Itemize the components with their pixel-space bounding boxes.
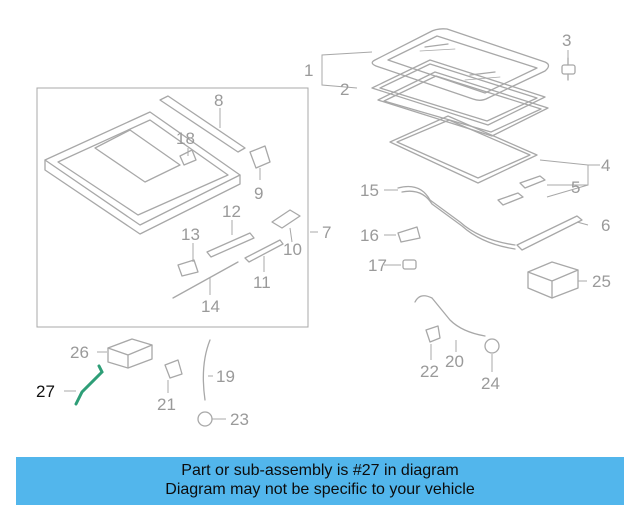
clip-part-17 (402, 259, 417, 270)
grommet-part-23 (197, 411, 213, 427)
linkage-part-10 (271, 209, 301, 229)
label-17: 17 (368, 256, 387, 275)
bolt-part-3 (561, 57, 576, 81)
rail-part-12 (206, 232, 255, 258)
slider-part-13 (177, 259, 199, 277)
sub-assembly-box (36, 87, 309, 328)
grommet-part-24 (484, 338, 500, 354)
deflector-frame (377, 71, 549, 137)
label-1: 1 (304, 61, 313, 80)
banner-line-1: Part or sub-assembly is #27 in diagram (181, 462, 459, 479)
hose-part-20 (414, 295, 486, 337)
label-18: 18 (176, 129, 195, 148)
control-module-part-25 (527, 261, 579, 299)
label-13: 13 (181, 225, 200, 244)
label-27: 27 (36, 382, 55, 401)
label-26: 26 (70, 343, 89, 362)
label-16: 16 (360, 226, 379, 245)
drain-hose-part-19 (202, 339, 211, 401)
label-20: 20 (445, 352, 464, 371)
label-10: 10 (283, 240, 302, 259)
label-12: 12 (222, 202, 241, 221)
sunroof-frame-assembly (44, 111, 241, 235)
rail-part-8 (159, 95, 246, 153)
cable-part-15 (397, 185, 516, 250)
callout-labels: 1 2 3 4 5 6 7 8 9 10 11 12 13 14 15 16 1… (36, 31, 611, 429)
label-11: 11 (253, 273, 271, 292)
leader-lines (64, 50, 600, 420)
label-5: 5 (571, 178, 580, 197)
label-21: 21 (157, 395, 176, 414)
rail-part-6 (516, 215, 583, 251)
clip-part-21 (164, 359, 183, 379)
drain-tube-part-27 (74, 364, 104, 406)
label-23: 23 (230, 410, 249, 429)
label-2: 2 (340, 80, 349, 99)
seal-part-2 (371, 59, 546, 126)
label-25: 25 (592, 272, 611, 291)
cable-part-14 (172, 261, 239, 299)
label-3: 3 (562, 31, 571, 50)
label-19: 19 (216, 367, 235, 386)
bracket-part-26 (107, 338, 153, 369)
banner-line-2: Diagram may not be specific to your vehi… (165, 481, 475, 498)
label-24: 24 (481, 374, 500, 393)
label-8: 8 (214, 91, 223, 110)
label-9: 9 (254, 184, 263, 203)
label-15: 15 (360, 181, 379, 200)
label-6: 6 (601, 216, 610, 235)
label-4: 4 (601, 156, 610, 175)
pad-part-16 (397, 226, 421, 243)
info-banner: Part or sub-assembly is #27 in diagram D… (16, 457, 624, 505)
label-7: 7 (322, 223, 331, 242)
label-14: 14 (201, 297, 220, 316)
motor-part-9 (249, 145, 271, 169)
brackets-part-5 (497, 175, 546, 206)
clip-part-22 (425, 325, 441, 343)
guide-part-11 (244, 239, 284, 263)
sunshade-frame-part-4 (389, 115, 538, 184)
label-22: 22 (420, 362, 439, 381)
